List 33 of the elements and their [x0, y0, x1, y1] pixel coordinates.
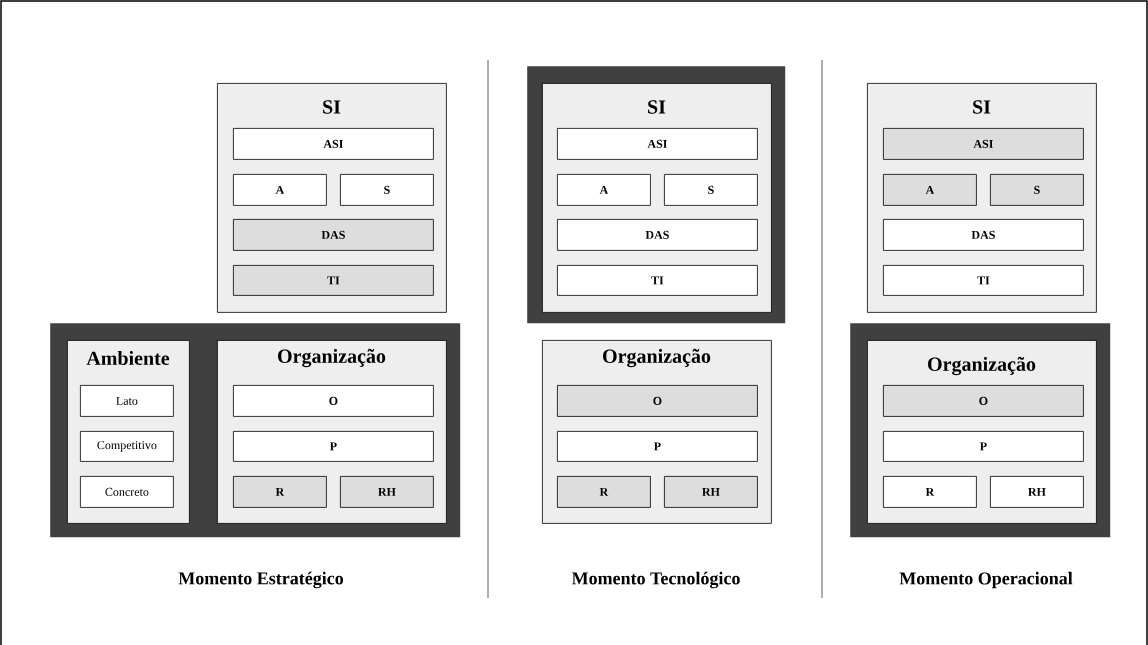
item-box: R — [883, 476, 977, 508]
panel-caption: Momento Tecnológico — [571, 571, 740, 589]
item-box: ASI — [233, 128, 434, 160]
item-box: O — [233, 385, 434, 417]
item-box: TI — [883, 265, 1084, 296]
item-box: S — [664, 174, 758, 206]
item-box: RH — [664, 476, 758, 508]
item-box: O — [883, 385, 1084, 417]
panel-caption: Momento Estratégico — [178, 571, 344, 589]
item-box: S — [990, 174, 1084, 206]
item-box: P — [233, 431, 434, 462]
item-box: A — [883, 174, 977, 206]
panel-caption: Momento Operacional — [899, 571, 1073, 589]
item-box: DAS — [883, 219, 1084, 251]
item-box: R — [557, 476, 651, 508]
item-box: S — [340, 174, 434, 206]
item-box: ASI — [557, 128, 758, 160]
item-box: DAS — [233, 219, 434, 251]
item-box: DAS — [557, 219, 758, 251]
item-box: TI — [233, 265, 434, 296]
item-box: P — [883, 431, 1084, 462]
item-box: RH — [340, 476, 434, 508]
item-box: RH — [990, 476, 1084, 508]
item-box: TI — [557, 265, 758, 296]
item-box: Competitivo — [80, 431, 174, 462]
item-box: A — [233, 174, 327, 206]
item-box: ASI — [883, 128, 1084, 160]
item-box: A — [557, 174, 651, 206]
item-box: P — [557, 431, 758, 462]
item-box: O — [557, 385, 758, 417]
item-box: R — [233, 476, 327, 508]
item-box: Concreto — [80, 476, 174, 508]
item-box: Lato — [80, 385, 174, 417]
